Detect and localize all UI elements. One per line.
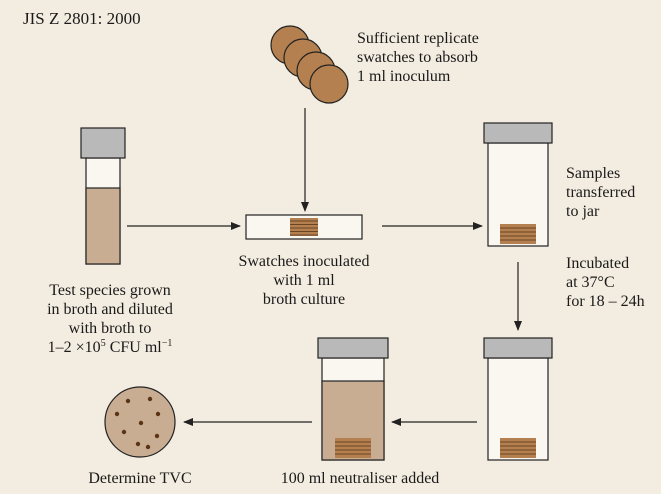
neutraliser-jar-icon — [317, 337, 389, 461]
swatches-inoculated-line-2: with 1 ml — [273, 272, 335, 289]
swatch-stripes-dish — [290, 218, 318, 236]
sample-jar-empty-icon — [483, 122, 553, 247]
determine-tvc-label: Determine TVC — [88, 470, 192, 487]
samples-transferred-line-2: transferred — [566, 184, 636, 201]
test-tube-icon — [80, 127, 126, 265]
sample-jar-incubated-icon — [483, 337, 553, 461]
swatches-inoculated-label: Swatches inoculated with 1 ml broth cult… — [214, 252, 394, 309]
incubated-line-2: at 37°C — [566, 274, 615, 291]
swatches-replicate-line-3: 1 ml inoculum — [357, 68, 451, 85]
samples-transferred-line-1: Samples — [566, 165, 621, 182]
test-species-line-1: Test species grown — [49, 282, 171, 299]
swatches-replicate-line-2: swatches to absorb — [357, 49, 478, 66]
incubated-line-1: Incubated — [566, 255, 630, 272]
inoculation-dish-icon — [245, 214, 363, 240]
samples-transferred-label: Samples transferred to jar — [566, 164, 635, 221]
swatches-replicate-line-1: Sufficient replicate — [357, 30, 479, 47]
swatch-stack-icon — [270, 25, 349, 104]
test-species-line-4: 1–2 ×105 CFU ml−1 — [47, 338, 173, 357]
test-species-line-2: in broth and diluted — [47, 301, 173, 318]
colony-dots — [114, 396, 161, 450]
swatches-replicate-label: Sufficient replicate swatches to absorb … — [357, 29, 479, 86]
test-species-line-3: with broth to — [68, 320, 152, 337]
standard-title: JIS Z 2801: 2000 — [23, 9, 141, 28]
petri-dish-icon — [104, 386, 176, 458]
incubated-line-3: for 18 – 24h — [566, 293, 645, 310]
neutraliser-label: 100 ml neutraliser added — [280, 470, 440, 487]
swatches-inoculated-line-3: broth culture — [262, 291, 346, 308]
samples-transferred-line-3: to jar — [566, 203, 600, 220]
incubated-label: Incubated at 37°C for 18 – 24h — [566, 254, 645, 311]
swatches-inoculated-line-1: Swatches inoculated — [238, 253, 370, 270]
test-species-label: Test species grown in broth and diluted … — [10, 281, 210, 357]
